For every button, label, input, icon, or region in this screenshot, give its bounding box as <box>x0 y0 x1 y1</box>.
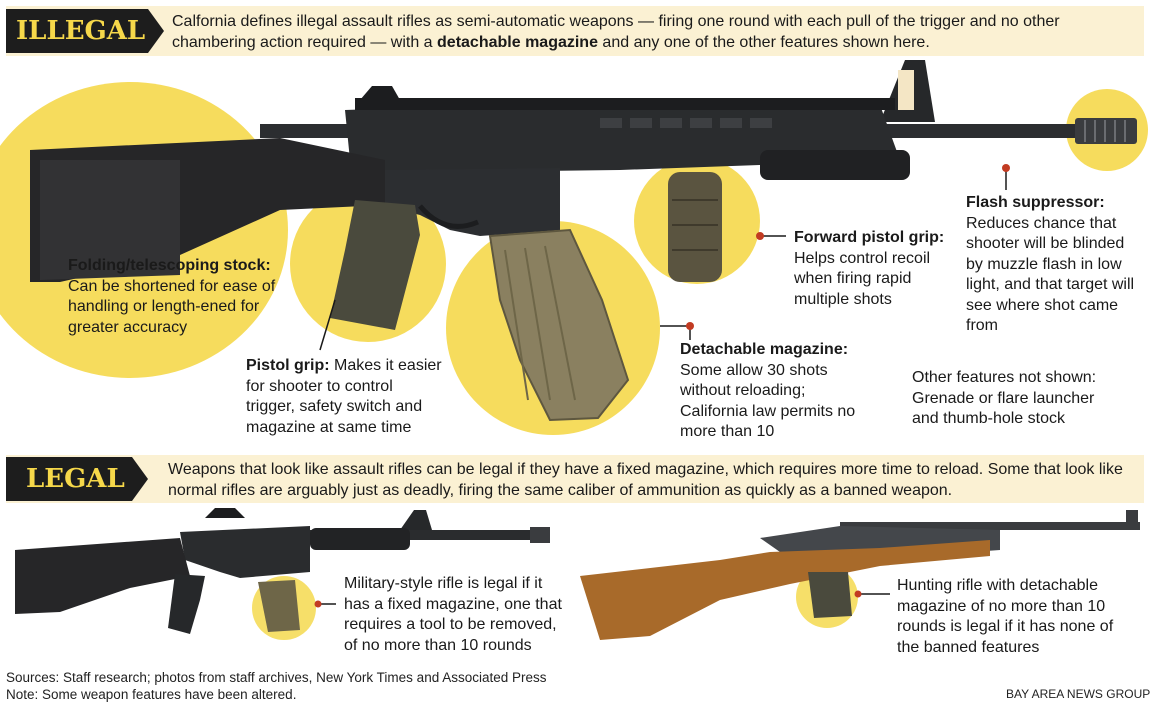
credit-line: BAY AREA NEWS GROUP <box>1006 687 1151 701</box>
legal-banner <box>6 455 1144 503</box>
stock-body: Can be shortened for ease of handling or… <box>68 277 276 336</box>
illegal-tag-arrow <box>148 9 164 53</box>
hunting-rifle <box>580 510 1140 640</box>
illegal-banner <box>6 6 1144 56</box>
stock-title: Folding/telescoping stock: <box>68 257 271 274</box>
forward-grip-title: Forward pistol grip: <box>794 229 945 246</box>
pistol-grip-body: Makes it easier for shooter to control t… <box>246 357 442 436</box>
detachable-magazine <box>488 228 630 422</box>
flash-suppressor-callout: Flash suppressor: Reduces chance that sh… <box>966 193 1142 337</box>
legal-tag-arrow <box>132 457 148 501</box>
magazine-callout: Detachable magazine: Some allow 30 shots… <box>680 340 860 443</box>
pistol-grip-leader <box>319 299 336 351</box>
flash-suppressor-title: Flash suppressor: <box>966 194 1105 211</box>
picatinny-rail <box>355 98 895 110</box>
illegal-description: Calfornia defines illegal assault rifles… <box>172 11 1127 53</box>
forward-grip-callout: Forward pistol grip: Helps control recoi… <box>794 228 954 310</box>
rear-sight <box>360 86 400 100</box>
hunting-rifle-caption: Hunting rifle with detachable magazine o… <box>897 577 1114 656</box>
pistol-grip <box>330 200 420 330</box>
legal-tag: LEGAL <box>6 457 132 501</box>
military-style-rifle <box>15 508 550 634</box>
legal-description: Weapons that look like assault rifles ca… <box>168 461 1123 499</box>
stock-callout: Folding/telescoping stock: Can be shorte… <box>68 256 278 338</box>
weapon-flashlight <box>760 150 910 180</box>
other-features-note: Other features not shown: Grenade or fla… <box>912 369 1097 427</box>
illegal-text-end: and any one of the other features shown … <box>597 34 930 51</box>
illegal-tag: ILLEGAL <box>6 9 148 53</box>
military-rifle-caption: Military-style rifle is legal if it has … <box>344 575 562 654</box>
pistol-grip-callout: Pistol grip: Makes it easier for shooter… <box>246 356 446 438</box>
pistol-grip-title: Pistol grip: <box>246 357 330 374</box>
magazine-body: Some allow 30 shots without reloading; C… <box>680 361 856 441</box>
magazine-title: Detachable magazine: <box>680 341 849 358</box>
note-line: Note: Some weapon features have been alt… <box>6 687 297 702</box>
illegal-text-start: Calfornia defines illegal assault rifles… <box>172 13 1060 51</box>
lower-receiver <box>380 168 560 236</box>
illegal-text-bold: detachable magazine <box>437 34 598 51</box>
sources-line: Sources: Staff research; photos from sta… <box>6 670 547 685</box>
forward-grip-body: Helps control recoil when firing rapid m… <box>794 249 931 308</box>
flash-suppressor-body: Reduces chance that shooter will be blin… <box>966 214 1135 335</box>
